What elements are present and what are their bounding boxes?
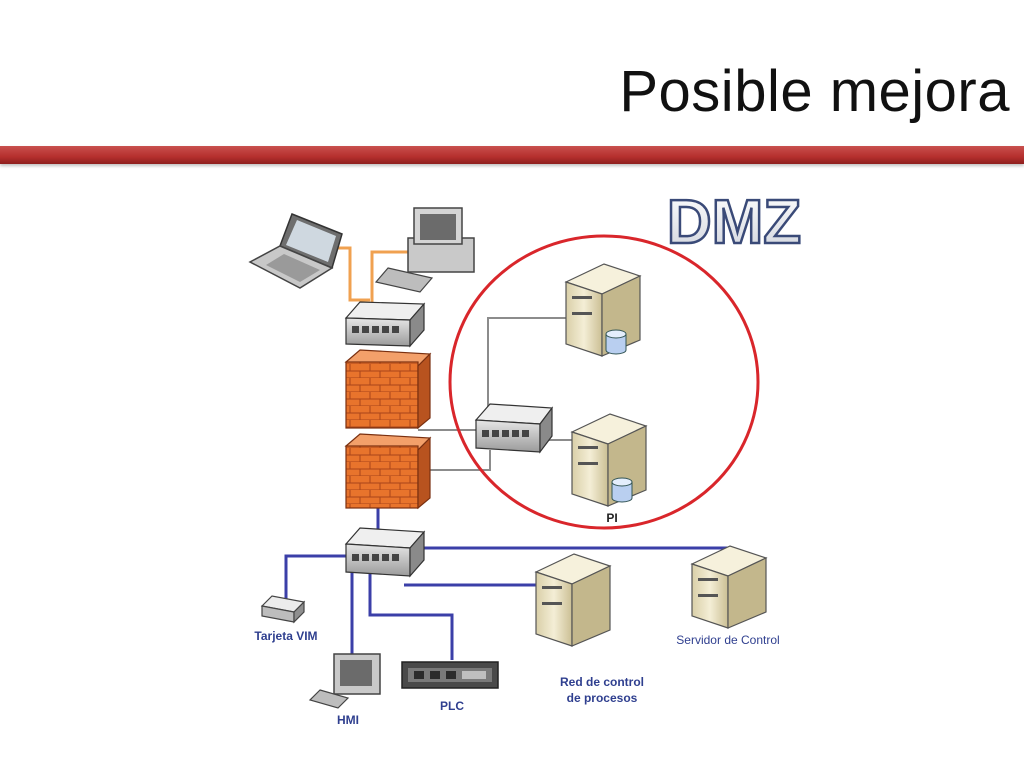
red-control-label-line1: Red de control (560, 675, 644, 689)
pi-label: PI (606, 511, 617, 525)
plc-icon (401, 661, 499, 689)
database-icon-upper (605, 329, 627, 355)
control-network-server-icon (534, 553, 612, 647)
office-switch-icon (344, 301, 426, 348)
desktop-pc-icon (374, 207, 475, 293)
hmi-label: HMI (337, 713, 359, 727)
link-pc-switch (370, 250, 410, 302)
dmz-zone-circle (448, 234, 760, 530)
office-links (330, 246, 410, 302)
vim-label: Tarjeta VIM (254, 629, 317, 643)
link-switch-vim (284, 554, 348, 602)
title-accent-bar (0, 146, 1024, 164)
vim-card-icon (260, 595, 306, 624)
link-fw2-dmz-switch (418, 450, 491, 471)
link-switch-plc (368, 565, 454, 660)
control-links (284, 505, 728, 660)
dmz-links (418, 317, 572, 471)
dmz-label: DMZ (667, 188, 801, 257)
firewall-icon-upper (344, 349, 432, 430)
database-icon-lower (611, 477, 633, 503)
dmz-switch-icon (474, 403, 554, 454)
plc-label: PLC (440, 699, 464, 713)
red-control-label-line2: de procesos (567, 691, 638, 705)
control-switch-icon (344, 527, 426, 578)
link-laptop-switch (330, 246, 370, 302)
link-dmz-switch-server1 (487, 317, 568, 418)
pi-server-icon (570, 413, 648, 507)
laptop-icon (248, 213, 343, 289)
hmi-icon (308, 653, 381, 709)
slide-title: Posible mejora (619, 59, 1010, 124)
servidor-de-control-icon (690, 545, 768, 629)
firewall-icon-lower (344, 433, 432, 510)
servidor-label: Servidor de Control (676, 633, 779, 647)
